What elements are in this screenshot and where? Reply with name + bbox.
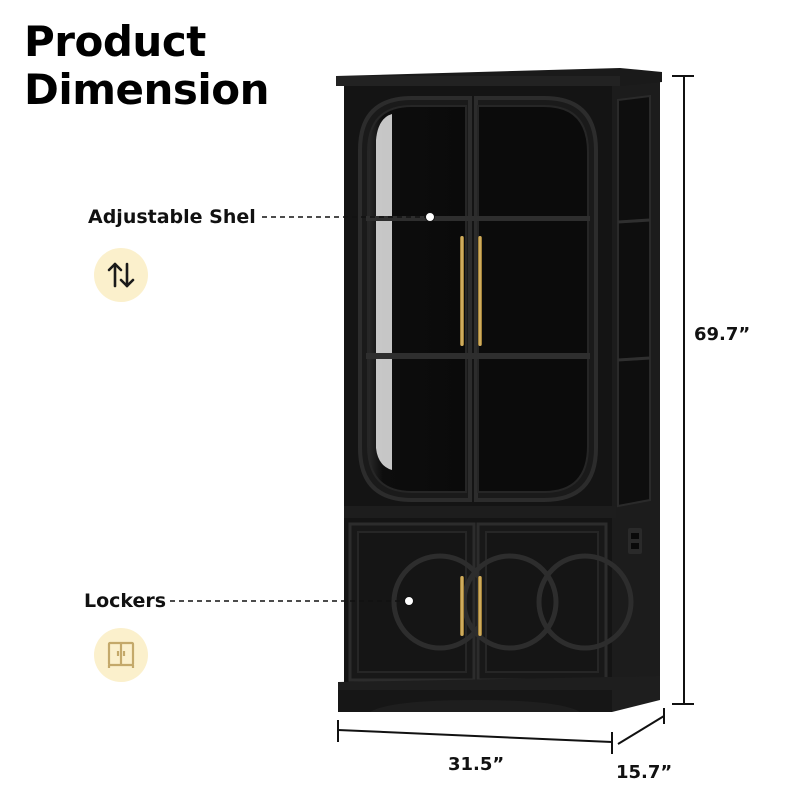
lockers-marker bbox=[404, 596, 414, 606]
upper-right-handle bbox=[478, 236, 482, 346]
depth-dimension-label: 15.7” bbox=[616, 762, 673, 783]
width-dimension-line bbox=[337, 720, 613, 754]
shelf-marker bbox=[425, 212, 435, 222]
lower-left-handle bbox=[460, 576, 464, 636]
height-dimension-label: 69.7” bbox=[694, 324, 751, 345]
feature-badge-adjustable-shelf bbox=[94, 248, 148, 302]
height-dimension-line bbox=[672, 75, 694, 705]
cabinet-upper bbox=[344, 86, 612, 510]
page-title: Product Dimension bbox=[24, 17, 270, 114]
width-dimension-label: 31.5” bbox=[448, 754, 505, 775]
cabinet-lower bbox=[344, 518, 634, 682]
power-outlet bbox=[628, 528, 642, 554]
cabinet-crown bbox=[336, 68, 662, 86]
cabinet-doors-icon bbox=[107, 641, 135, 668]
up-down-arrows-icon bbox=[107, 262, 135, 288]
cabinet-side-panel bbox=[612, 76, 660, 700]
title-line-2: Dimension bbox=[24, 65, 270, 114]
feature-label-lockers: Lockers bbox=[84, 590, 167, 612]
cabinet-base bbox=[338, 676, 660, 712]
depth-dimension-line bbox=[617, 708, 665, 745]
adjustable-shelf bbox=[366, 216, 590, 359]
upper-left-handle bbox=[460, 236, 464, 346]
title-line-1: Product bbox=[24, 17, 206, 66]
feature-badge-lockers bbox=[94, 628, 148, 682]
feature-label-adjustable-shelf: Adjustable Shel bbox=[88, 206, 256, 228]
lower-right-handle bbox=[478, 576, 482, 636]
